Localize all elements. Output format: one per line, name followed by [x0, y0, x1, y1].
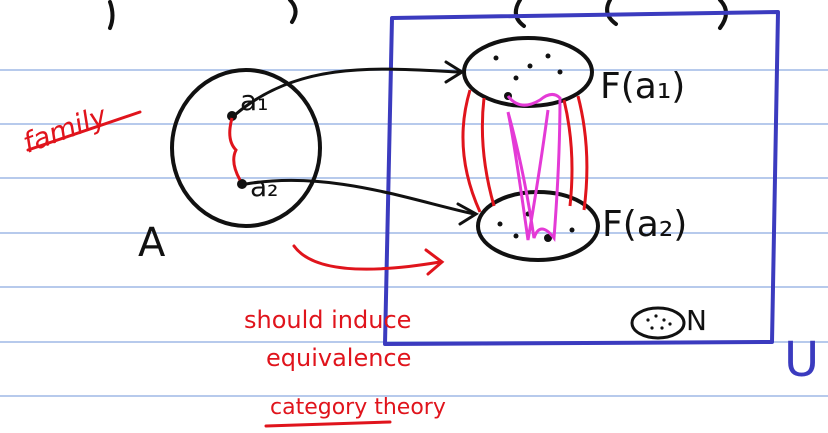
small-set-n	[630, 306, 686, 340]
label-u: U	[784, 332, 819, 388]
label-a2: a₂	[250, 170, 278, 203]
universe-box	[383, 10, 780, 346]
label-n: N	[686, 304, 707, 337]
red-underlines	[26, 110, 392, 428]
path-a1-a2	[228, 117, 242, 181]
small-set-n-dots	[646, 314, 672, 330]
label-f-a1: F(a₁)	[600, 66, 685, 107]
label-a1: a₁	[240, 84, 268, 117]
label-f-a2: F(a₂)	[602, 204, 687, 245]
point-a1	[227, 111, 237, 121]
set-a-circle	[170, 68, 322, 228]
magenta-homotopy-path	[506, 93, 562, 242]
fiber-dots	[493, 53, 575, 242]
red-curved-arrow	[292, 244, 445, 276]
note-should-induce: should induce	[244, 306, 411, 334]
fiber-connection-curves	[461, 89, 589, 213]
fiber-f-a2	[476, 190, 600, 262]
label-set-a: A	[138, 220, 166, 266]
label-family: family	[18, 99, 111, 160]
note-equivalence: equivalence	[266, 344, 411, 372]
arrows	[234, 60, 479, 226]
note-category-theory: category theory	[270, 395, 446, 420]
fiber-f-a1	[462, 36, 594, 108]
point-a2	[237, 179, 247, 189]
